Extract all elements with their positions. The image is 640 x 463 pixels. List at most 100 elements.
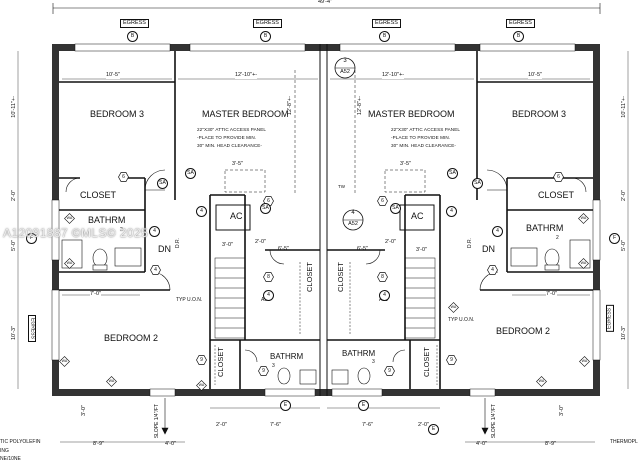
material-note: THERMOPL: [610, 439, 638, 445]
attic-note-line: -PLACE TO PROVIDE MIN.: [197, 135, 257, 140]
smoke-alarm-marker: SA: [390, 203, 401, 214]
section-reference-marker: 4 A52: [342, 209, 364, 231]
hex-marker-text: 9: [262, 368, 265, 374]
hex-marker: 4: [150, 265, 161, 275]
room-label-closet-vertical: CLOSET: [305, 262, 314, 293]
hex-marker: 9: [258, 366, 269, 376]
room-label-bedroom3-left: BEDROOM 3: [90, 109, 145, 119]
hex-marker: 8: [263, 272, 274, 282]
outlet-marker: WA: [448, 302, 459, 313]
dimension-label: 2'-0": [216, 422, 227, 428]
room-label-bedroom2-right: BEDROOM 2: [496, 326, 551, 336]
room-label-master-left: MASTER BEDROOM: [202, 109, 289, 119]
room-label-ac-left: AC: [230, 211, 243, 221]
dimension-label-vertical: 5'-0": [621, 240, 627, 251]
attic-note-line: 22"X30" ATTIC ACCESS PANEL: [391, 127, 461, 132]
egress-tag: EGRESS: [28, 315, 36, 342]
party-wall: [319, 44, 328, 396]
hex-marker: 6: [377, 196, 388, 206]
room-number: 3: [272, 363, 275, 369]
dimension-label: 10'-5": [106, 72, 121, 79]
hex-marker-text: 9: [200, 357, 203, 363]
dimension-label-vertical: 10'-3": [11, 326, 17, 341]
hex-marker: 8: [377, 272, 388, 282]
dimension-label: 3'-5": [232, 161, 243, 167]
device-marker: 4: [149, 226, 160, 237]
dimension-label: 4'-0": [476, 441, 487, 447]
outlet-marker: WA: [196, 380, 207, 391]
room-number: 3: [372, 359, 375, 365]
bath-fixtures: [61, 239, 591, 385]
outlet-marker: WA: [59, 356, 70, 367]
slope-note: SLOPE 1/4"/FT: [491, 404, 497, 439]
room-label-bathrm3-left: BATHRM: [270, 352, 304, 361]
hex-marker-text: 6: [122, 174, 125, 180]
mls-watermark: A12091887 ©MLS© 2025: [3, 226, 149, 240]
smoke-alarm-marker: SA: [157, 178, 168, 189]
hex-marker: 9: [384, 366, 395, 376]
dimension-label-vertical: 10'-11"+-: [621, 96, 627, 118]
outlet-marker-text: WA: [66, 261, 73, 265]
dimension-label: 10'-5": [528, 72, 543, 79]
hex-marker-text: 6: [381, 198, 384, 204]
dashed-lines: [224, 70, 426, 195]
stair-label-dn-right: DN: [482, 244, 495, 254]
door-rough-note: D.R.: [175, 238, 181, 248]
window-mark: E: [358, 400, 369, 411]
room-dim-lines: [17, 51, 629, 443]
hex-marker: 6: [553, 172, 564, 182]
dimension-label-vertical: 3'-0": [81, 405, 87, 416]
egress-tag: EGRESS: [372, 19, 401, 28]
dimension-label: 7'-0": [90, 291, 101, 298]
door-rough-note: D.R.: [467, 238, 473, 248]
dimension-label: 3'-0": [222, 242, 233, 248]
dimension-label: 12'-10"+-: [382, 72, 405, 79]
smoke-alarm-marker: SA: [260, 203, 271, 214]
hex-marker-text: 6: [557, 174, 560, 180]
material-note: NE/10NE: [0, 456, 21, 462]
dimension-label-vertical: 5'-0": [11, 240, 17, 251]
room-label-closet-small: CLOSET: [216, 347, 225, 378]
dimension-label: 6'-5": [278, 246, 289, 252]
window-mark: E: [428, 424, 439, 435]
room-label-closet-left: CLOSET: [80, 190, 117, 200]
outlet-marker: WA: [578, 258, 589, 269]
egress-tag: EGRESS: [253, 19, 282, 28]
dimension-label-vertical: 3'-0": [559, 405, 565, 416]
room-label-closet-small: CLOSET: [422, 347, 431, 378]
dimension-label: 7'-6": [362, 422, 373, 428]
section-number: 3: [343, 58, 347, 64]
hex-marker-text: 6: [267, 198, 270, 204]
dimension-label: 2'-0": [418, 422, 429, 428]
room-label-bathrm-right: BATHRM: [526, 223, 564, 233]
hex-marker: 9: [196, 355, 207, 365]
attic-note-line: 30" MIN. HEAD CLEARANCE-: [197, 143, 263, 148]
device-marker: 4: [446, 206, 457, 217]
slope-arrows: [161, 398, 489, 435]
typ-uon-note: TYP U.O.N.: [448, 317, 475, 323]
outlet-marker-text: WA: [198, 383, 205, 387]
dimension-label: 8'-9": [545, 441, 556, 447]
window-mark: F: [26, 233, 37, 244]
stairs: [214, 257, 436, 339]
hex-marker: 6: [118, 172, 129, 182]
smoke-alarm-marker: SA: [447, 168, 458, 179]
smoke-alarm-marker: SA: [185, 168, 196, 179]
attic-note-line: 30" MIN. HEAD CLEARANCE-: [391, 143, 457, 148]
dimension-label: 7'-6": [270, 422, 281, 428]
dimension-label: 7'-0": [546, 291, 557, 298]
device-marker: 4: [263, 290, 274, 301]
dimension-label-vertical: 12'-8"+-: [357, 96, 363, 116]
exterior-walls: [52, 44, 600, 396]
hex-marker: 4: [487, 265, 498, 275]
room-label-bathrm-left: BATHRM: [88, 215, 126, 225]
dimension-label-vertical: 2'-0": [11, 190, 17, 201]
section-reference-marker: 3 A52: [334, 57, 356, 79]
attic-note-line: 22"X30" ATTIC ACCESS PANEL: [197, 127, 267, 132]
overall-dimension: 49'-4": [318, 0, 333, 5]
room-label-closet-right: CLOSET: [538, 190, 575, 200]
outlet-marker-text: WA: [61, 359, 68, 363]
section-sheet: A52: [348, 221, 358, 227]
room-label-bathrm3-right: BATHRM: [342, 349, 376, 358]
